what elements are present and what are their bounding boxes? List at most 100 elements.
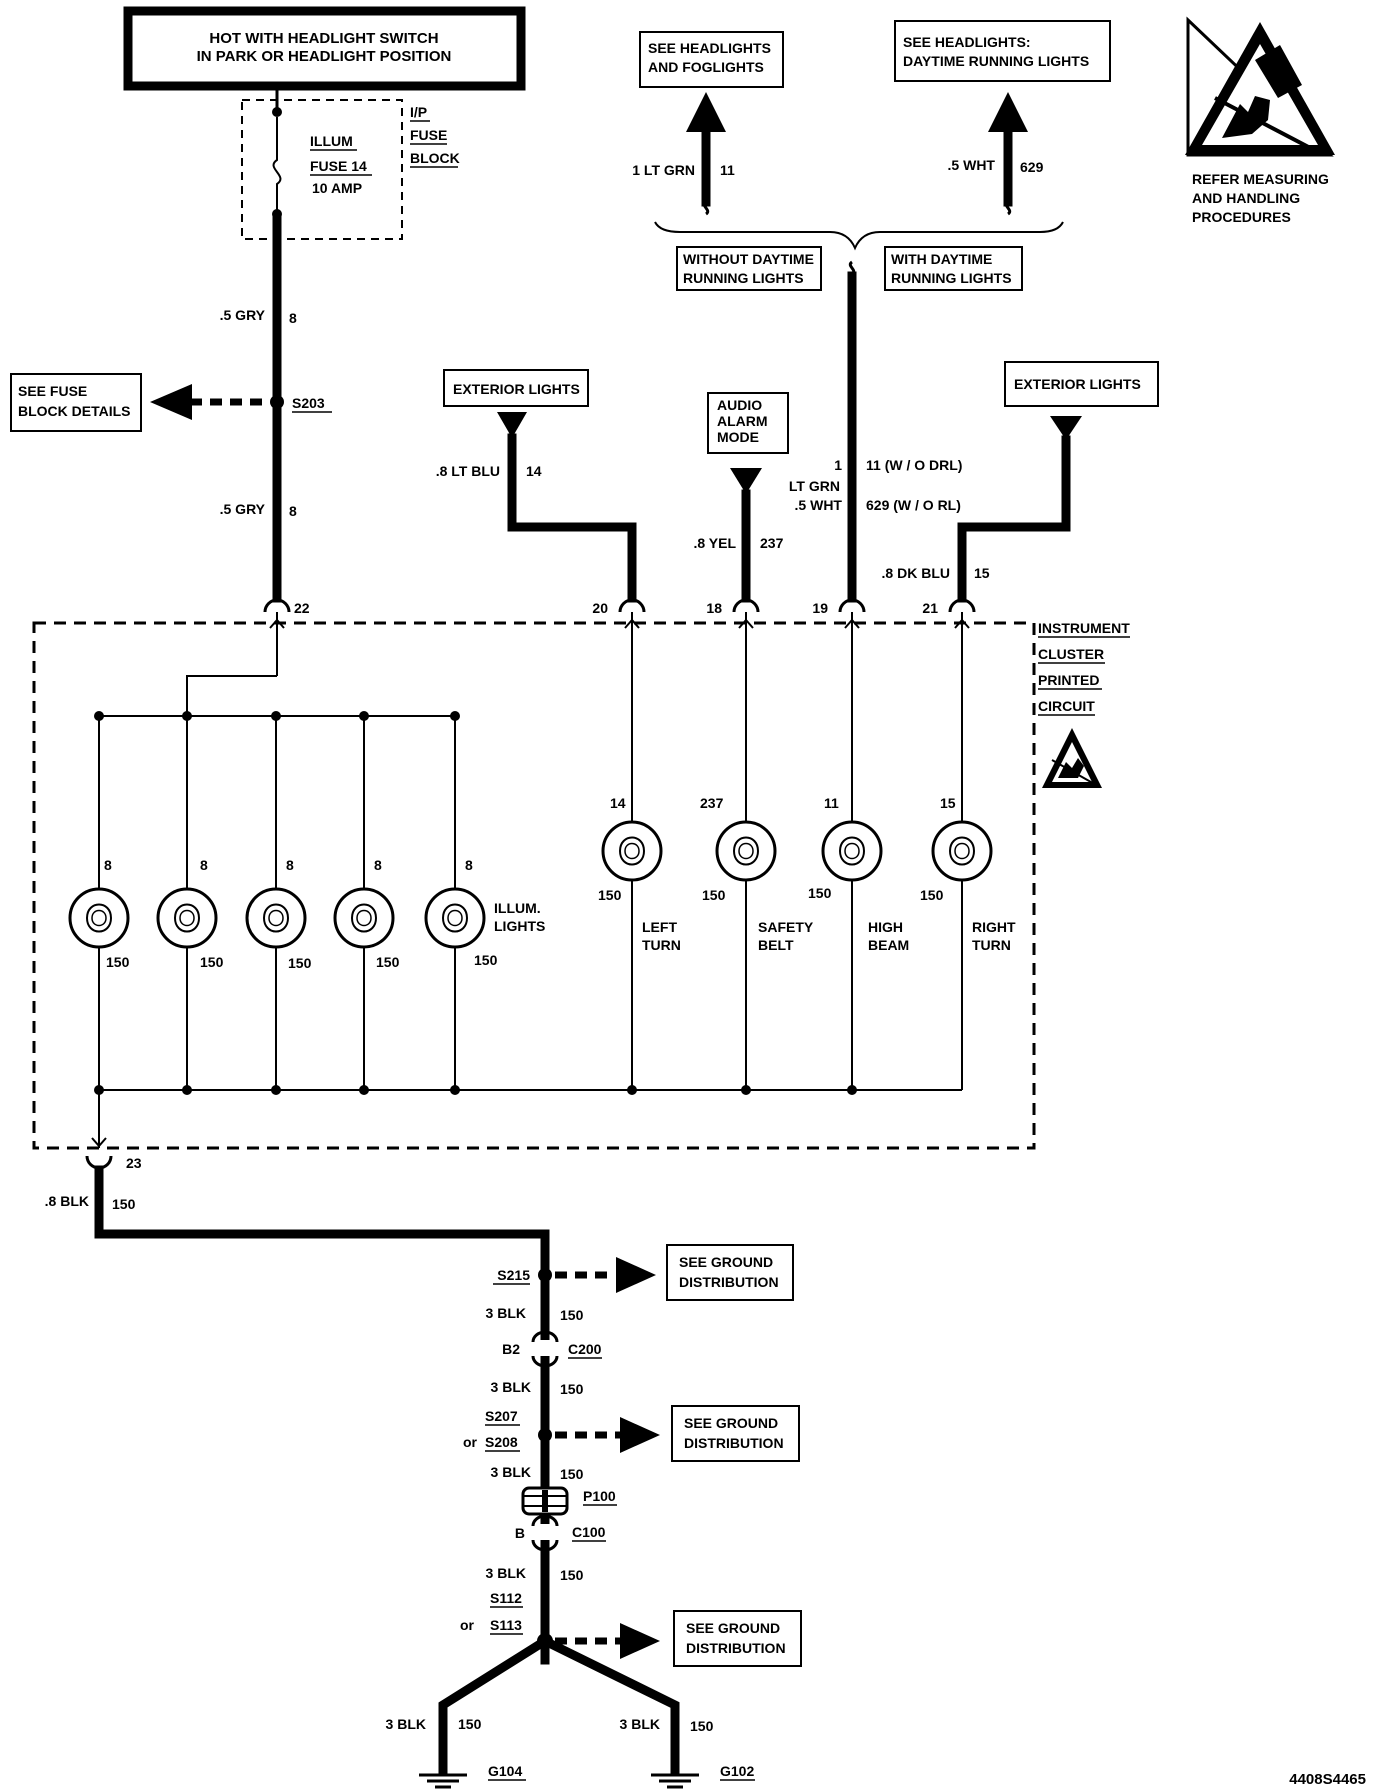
blk8-circuit: 150	[112, 1196, 136, 1212]
esd-note-3: PROCEDURES	[1192, 209, 1291, 225]
arrow-right-icon	[620, 1417, 660, 1453]
blk3-a-size: 3 BLK	[486, 1305, 526, 1321]
cluster-3: PRINTED	[1038, 672, 1099, 688]
dk-blu-size: .8 DK BLU	[882, 565, 950, 581]
blk3-d-circuit: 150	[560, 1567, 584, 1583]
option-brace	[654, 221, 1064, 251]
left-turn-circuit: 14	[610, 795, 626, 811]
yel-size: .8 YEL	[693, 535, 736, 551]
ref-audio-alarm	[707, 392, 789, 454]
with-drl-2: RUNNING LIGHTS	[891, 270, 1012, 286]
esd-note-1: REFER MEASURING	[1192, 171, 1329, 187]
safety-belt-circuit: 237	[700, 795, 724, 811]
arrow-right-icon	[620, 1623, 660, 1659]
combo-wht-circuit: 629 (W / O RL)	[866, 497, 961, 513]
cluster-4: CIRCUIT	[1038, 698, 1095, 714]
dk-blu-circuit: 15	[974, 565, 990, 581]
with-drl-1: WITH DAYTIME	[891, 251, 992, 267]
blk3-d-size: 3 BLK	[486, 1565, 526, 1581]
lt-grn-11-circuit: 11	[720, 162, 735, 178]
splice-s203-label: S203	[292, 395, 325, 411]
s207: S207	[485, 1408, 518, 1424]
right-turn-circuit: 15	[940, 795, 956, 811]
ground-symbol-icon	[419, 1773, 467, 1789]
blk3-b-size: 3 BLK	[491, 1379, 531, 1395]
ref-exterior-lights-right	[1004, 361, 1159, 407]
left-turn-1: LEFT	[642, 919, 677, 935]
right-turn-ground: 150	[920, 887, 944, 903]
fuse-terminal-top	[272, 107, 282, 117]
illum-4-circuit: 8	[374, 857, 382, 873]
blk3-right-size: 3 BLK	[620, 1716, 660, 1732]
illum-label-2: LIGHTS	[494, 918, 545, 934]
cluster-1: INSTRUMENT	[1038, 620, 1130, 636]
pin-23: 23	[126, 1155, 142, 1171]
source-box	[123, 6, 526, 91]
arrow-down-icon	[497, 412, 527, 438]
illum-2-circuit: 8	[200, 857, 208, 873]
illum-5-ground: 150	[474, 952, 498, 968]
combo-1-circuit: 11 (W / O DRL)	[866, 457, 962, 473]
right-turn-1: RIGHT	[972, 919, 1016, 935]
ref-with-drl	[884, 246, 1023, 291]
p100: P100	[583, 1488, 616, 1504]
blk3-c-size: 3 BLK	[491, 1464, 531, 1480]
illum-5-circuit: 8	[465, 857, 473, 873]
splice-s207-s208	[538, 1428, 552, 1442]
ref-fuse-details-1: SEE FUSE	[18, 383, 87, 399]
blk3-right-circuit: 150	[690, 1718, 714, 1734]
splice-s112-s113	[537, 1633, 553, 1649]
ref-headlights-2: AND FOGLIGHTS	[648, 59, 764, 75]
instrument-cluster-outline	[32, 621, 1036, 1150]
ground-dist-3b: DISTRIBUTION	[686, 1640, 786, 1656]
ref-drl	[894, 20, 1111, 82]
illum-3-circuit: 8	[286, 857, 294, 873]
audio-2: ALARM	[717, 413, 768, 429]
fuse-element	[272, 117, 282, 212]
ref-drl-1: SEE HEADLIGHTS:	[903, 34, 1031, 50]
indicator-bulbs	[601, 612, 993, 1090]
esd-note-2: AND HANDLING	[1192, 190, 1300, 206]
pin-21: 21	[922, 600, 938, 616]
source-line2: IN PARK OR HEADLIGHT POSITION	[197, 48, 452, 65]
ref-exterior-lights-left	[443, 369, 589, 407]
ref-fuse-details-2: BLOCK DETAILS	[18, 403, 131, 419]
connector-c100	[531, 1514, 559, 1527]
fuse-block-2: FUSE	[410, 127, 447, 143]
wht-629-size: .5 WHT	[948, 157, 996, 173]
fuse-block-1: I/P	[410, 104, 427, 120]
ground-dist-1b: DISTRIBUTION	[679, 1274, 779, 1290]
ref-headlights-foglights	[639, 31, 784, 88]
fuse-block-3: BLOCK	[410, 150, 460, 166]
pin-22: 22	[294, 600, 310, 616]
combo-wht: .5 WHT	[795, 497, 843, 513]
high-beam-1: HIGH	[868, 919, 903, 935]
s113: S113	[490, 1617, 522, 1633]
pass-through-p100	[521, 1486, 569, 1516]
figure-id: 4408S4465	[1289, 1771, 1366, 1788]
g104: G104	[488, 1763, 522, 1779]
arrow-up-icon	[988, 92, 1028, 132]
arrow-down-icon	[1050, 416, 1082, 440]
high-beam-circuit: 11	[824, 795, 839, 811]
blk3-left-circuit: 150	[458, 1716, 482, 1732]
left-turn-2: TURN	[642, 937, 681, 953]
pin-20: 20	[592, 600, 608, 616]
exterior-lights-right-label: EXTERIOR LIGHTS	[1014, 376, 1141, 392]
or-1: or	[463, 1434, 478, 1450]
lt-grn-11-size: 1 LT GRN	[632, 162, 695, 178]
combo-1: 1	[834, 457, 842, 473]
audio-3: MODE	[717, 429, 759, 445]
pin-19: 19	[812, 600, 828, 616]
illum-1-ground: 150	[106, 954, 130, 970]
ground-dist-3a: SEE GROUND	[686, 1620, 780, 1636]
ref-ground-dist-1	[666, 1244, 794, 1301]
safety-belt-1: SAFETY	[758, 919, 814, 935]
splice-s215	[538, 1268, 552, 1282]
ref-drl-2: DAYTIME RUNNING LIGHTS	[903, 53, 1089, 69]
high-beam-2: BEAM	[868, 937, 909, 953]
without-drl-2: RUNNING LIGHTS	[683, 270, 804, 286]
fuse-rating: 10 AMP	[312, 180, 362, 196]
arrow-down-icon	[730, 468, 762, 494]
